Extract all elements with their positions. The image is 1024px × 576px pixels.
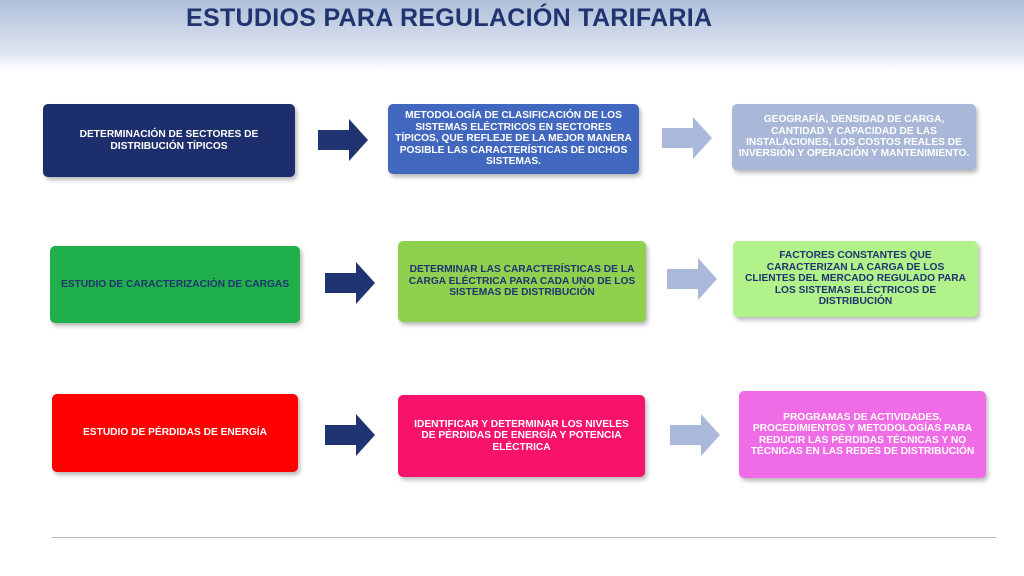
study-box-sectores: DETERMINACIÓN DE SECTORES DE DISTRIBUCIÓ… [43, 104, 295, 177]
box-text: METODOLOGÍA DE CLASIFICACIÓN DE LOS SIST… [395, 110, 632, 168]
result-box-programas: PROGRAMAS DE ACTIVIDADES, PROCEDIMIENTOS… [739, 391, 986, 478]
arrow-dark-icon [318, 119, 368, 161]
box-text: IDENTIFICAR Y DETERMINAR LOS NIVELES DE … [414, 418, 629, 453]
header-band [0, 0, 1024, 74]
box-text: GEOGRAFÍA, DENSIDAD DE CARGA, CANTIDAD Y… [738, 114, 970, 160]
page-title: ESTUDIOS PARA REGULACIÓN TARIFARIA [186, 4, 713, 32]
box-text: DETERMINAR LAS CARACTERÍSTICAS DE LA CAR… [408, 264, 636, 299]
box-text: DETERMINACIÓN DE SECTORES DE DISTRIBUCIÓ… [79, 129, 259, 152]
box-text: ESTUDIO DE PÉRDIDAS DE ENERGÍA [83, 427, 267, 439]
arrow-light-icon [670, 414, 720, 456]
arrow-dark-icon [325, 262, 375, 304]
result-box-factores: FACTORES CONSTANTES QUE CARACTERIZAN LA … [733, 241, 978, 317]
study-box-caracterizacion: ESTUDIO DE CARACTERIZACIÓN DE CARGAS [50, 246, 300, 323]
method-box-identificar: IDENTIFICAR Y DETERMINAR LOS NIVELES DE … [398, 395, 645, 477]
arrow-light-icon [667, 258, 717, 300]
box-text: FACTORES CONSTANTES QUE CARACTERIZAN LA … [745, 250, 966, 308]
arrow-dark-icon [325, 414, 375, 456]
study-box-perdidas: ESTUDIO DE PÉRDIDAS DE ENERGÍA [52, 394, 298, 472]
method-box-clasificacion: METODOLOGÍA DE CLASIFICACIÓN DE LOS SIST… [388, 104, 639, 174]
box-text: PROGRAMAS DE ACTIVIDADES, PROCEDIMIENTOS… [750, 411, 975, 457]
box-text: ESTUDIO DE CARACTERIZACIÓN DE CARGAS [60, 278, 290, 290]
method-box-caracteristicas: DETERMINAR LAS CARACTERÍSTICAS DE LA CAR… [398, 241, 646, 322]
result-box-geografia: GEOGRAFÍA, DENSIDAD DE CARGA, CANTIDAD Y… [732, 104, 976, 170]
arrow-light-icon [662, 117, 712, 159]
footer-divider [52, 537, 996, 538]
